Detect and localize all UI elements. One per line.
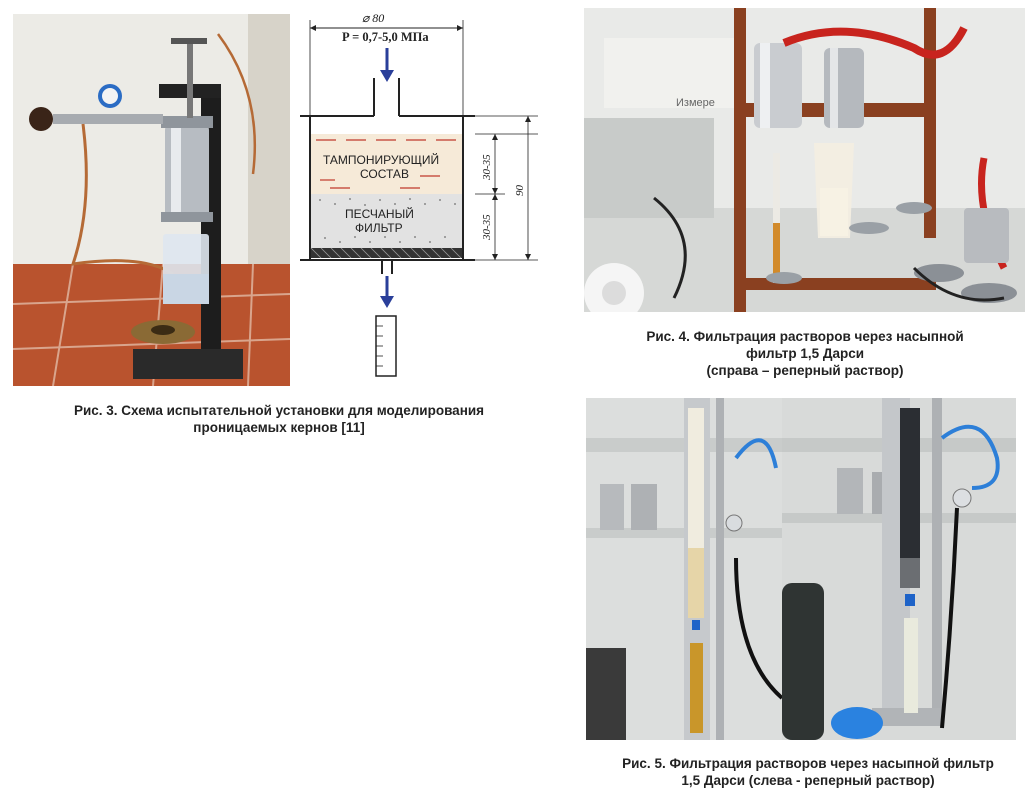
layer1-line2: СОСТАВ [360, 167, 409, 181]
layer2-line1: ПЕСЧАНЫЙ [345, 206, 414, 221]
fig4-photo: Измере [584, 8, 1025, 312]
fig3-photo [13, 14, 290, 386]
fig3-caption-line1: Рис. 3. Схема испытательной установки дл… [73, 403, 485, 418]
fig5-caption: Рис. 5. Фильтрация растворов через насып… [592, 755, 1024, 789]
layer2-line2: ФИЛЬТР [355, 221, 403, 235]
fig3-caption: Рис. 3. Схема испытательной установки дл… [14, 402, 544, 436]
fig4-photo-label: Измере [676, 97, 715, 109]
fig5-caption-line1: Рис. 5. Фильтрация растворов через насып… [622, 756, 994, 771]
dim-upper: 30-35 [481, 154, 493, 181]
fig5-photo-right [782, 398, 1016, 740]
fig5-photo-left [586, 398, 782, 740]
fig3-diagram: ⌀ 80 P = 0,7-5,0 МПа ТАМПОНИРУЮЩИЙ СОСТА… [290, 8, 552, 380]
pressure-label: P = 0,7-5,0 МПа [342, 30, 429, 44]
fig3-caption-line2: проницаемых кернов [11] [193, 420, 365, 435]
fig4-caption-line1: Рис. 4. Фильтрация растворов через насып… [646, 329, 964, 344]
layer1-line1: ТАМПОНИРУЮЩИЙ [323, 152, 439, 167]
fig4-caption-line2: фильтр 1,5 Дарси [745, 346, 865, 361]
fig5-caption-line2: 1,5 Дарси (слева - реперный раствор) [681, 773, 935, 788]
diameter-label: ⌀ 80 [362, 11, 384, 25]
dim-lower: 30-35 [481, 214, 493, 241]
dim-total: 90 [514, 185, 526, 197]
fig4-caption-line3: (справа – реперный раствор) [706, 363, 904, 378]
fig4-caption: Рис. 4. Фильтрация растворов через насып… [600, 328, 1010, 379]
